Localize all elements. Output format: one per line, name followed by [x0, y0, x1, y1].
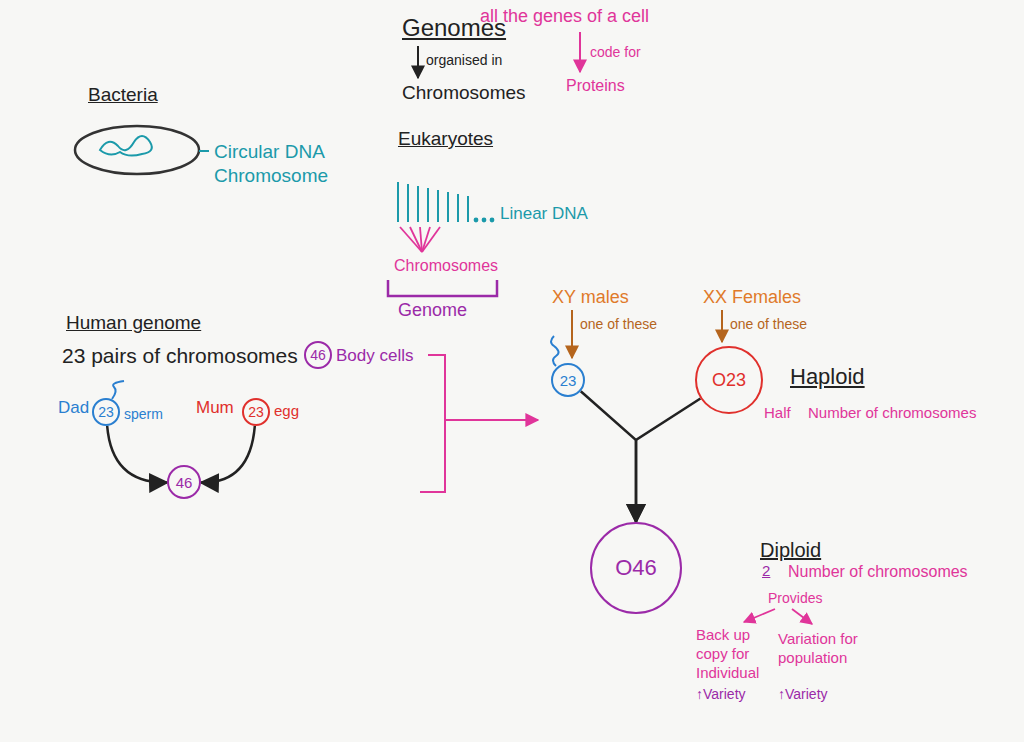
dna-strand — [437, 190, 439, 222]
text-label: sperm — [124, 406, 163, 423]
circular-dna — [100, 136, 152, 156]
text-label: 2 — [762, 562, 770, 580]
node-text: 23 — [248, 404, 264, 420]
leader-line — [199, 150, 209, 152]
text-label: Haploid — [790, 364, 865, 390]
text-label: code for — [590, 44, 641, 61]
text-label: Half — [764, 404, 791, 422]
bacterium-outline — [75, 126, 199, 174]
node-text: O23 — [712, 370, 746, 391]
fan-line — [422, 227, 440, 252]
arrow-connector — [107, 426, 167, 483]
circle-node: O46 — [590, 522, 682, 614]
arrow — [445, 419, 538, 421]
text-label: Genome — [398, 300, 467, 322]
text-label: Provides — [768, 590, 822, 607]
text-label: ↑Variety — [696, 686, 746, 703]
arrow — [721, 310, 723, 342]
text-label: Mum — [196, 398, 234, 418]
pink-bracket — [420, 355, 445, 492]
text-label: Chromosomes — [402, 82, 526, 105]
arrow — [417, 46, 419, 78]
arrow — [744, 609, 775, 622]
node-text: 46 — [176, 474, 193, 491]
text-label: Human genome — [66, 312, 201, 335]
arrow — [792, 609, 812, 624]
dna-strand — [457, 194, 459, 222]
dna-strand — [427, 188, 429, 222]
sperm-tail — [112, 381, 124, 399]
text-label: all the genes of a cell — [480, 6, 649, 28]
text-label: organised in — [426, 52, 502, 69]
circle-node: 23 — [242, 398, 270, 426]
circle-node: 46 — [167, 465, 201, 499]
fan-lines — [400, 227, 440, 252]
circle-node: 46 — [304, 341, 332, 369]
text-label: Eukaryotes — [398, 128, 493, 151]
arrow-connector — [636, 398, 700, 522]
dot — [483, 219, 486, 222]
text-label: Variation for population — [778, 630, 890, 668]
text-label: Dad — [58, 398, 89, 418]
text-label: XX Females — [703, 287, 801, 309]
fan-line — [422, 227, 430, 252]
text-label: Number of chromosomes — [788, 562, 968, 581]
node-text: 23 — [98, 404, 114, 420]
linear-dna — [398, 182, 493, 222]
text-label: 23 pairs of chromosomes — [62, 343, 298, 368]
genome-bracket — [388, 280, 497, 296]
circle-node: O23 — [695, 346, 763, 414]
text-label: Chromosomes — [394, 256, 498, 275]
text-label: Body cells — [336, 346, 413, 366]
text-label: egg — [274, 402, 299, 420]
dna-strand — [467, 196, 469, 222]
text-label: ↑Variety — [778, 686, 828, 703]
arrow-connector — [581, 391, 636, 522]
dot — [475, 219, 478, 222]
fan-line — [400, 227, 422, 252]
text-label: Linear DNA — [500, 204, 588, 224]
arrow-connector — [201, 426, 255, 483]
dna-strand — [417, 186, 419, 222]
text-label: Circular DNA Chromosome — [214, 140, 349, 188]
circle-node: 23 — [551, 363, 585, 397]
node-text: O46 — [615, 555, 657, 581]
sperm-tail — [551, 336, 559, 366]
node-text: 23 — [560, 372, 577, 389]
circle-node: 23 — [92, 398, 120, 426]
text-label: Diploid — [760, 538, 821, 562]
text-label: Back up copy for Individual — [696, 626, 774, 682]
arrow — [579, 32, 581, 72]
text-label: Number of chromosomes — [808, 404, 976, 422]
text-label: Proteins — [566, 76, 625, 95]
dna-strand — [407, 184, 409, 222]
text-label: Bacteria — [88, 84, 158, 107]
node-text: 46 — [310, 347, 326, 363]
fan-line — [410, 227, 422, 252]
text-label: one of these — [730, 316, 807, 333]
arrow — [571, 310, 573, 358]
dna-strand — [397, 182, 399, 222]
text-label: one of these — [580, 316, 657, 333]
text-label: XY males — [552, 287, 629, 309]
dna-strand — [447, 192, 449, 222]
fan-line — [420, 227, 422, 252]
dot — [491, 219, 494, 222]
